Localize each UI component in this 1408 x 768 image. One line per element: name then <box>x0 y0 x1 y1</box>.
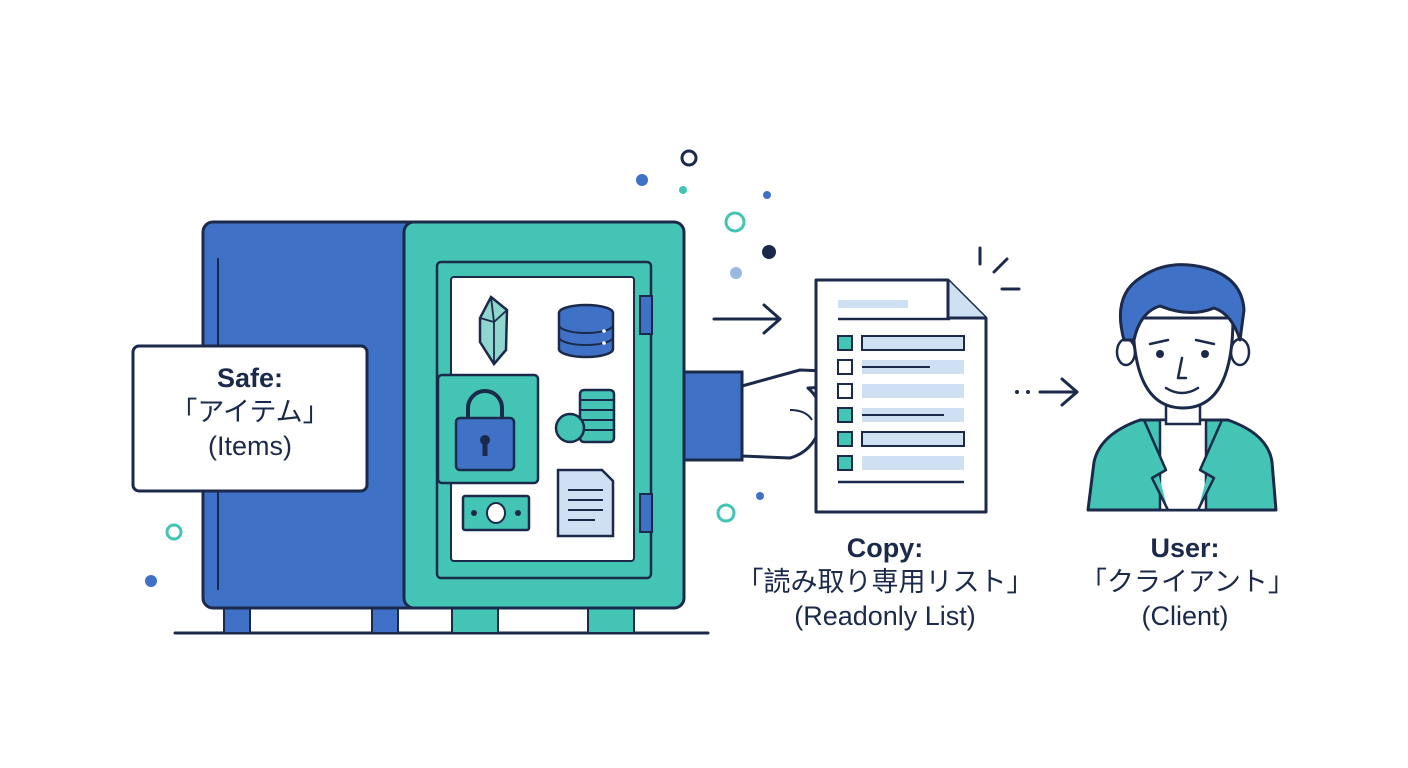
safe-label: Safe: 「アイテム」 (Items) <box>133 362 367 463</box>
copy-title: Copy: <box>846 533 924 563</box>
cash-icon <box>461 494 531 532</box>
user-japanese-label: 「クライアント」 <box>1080 566 1295 598</box>
copy-english-label: (Readonly List) <box>794 600 976 631</box>
sparkle-icon <box>978 246 1021 291</box>
copy-japanese-label: 「読み取り専用リスト」 <box>736 566 1034 598</box>
user-avatar-icon <box>1086 263 1278 512</box>
user-english-label: (Client) <box>1141 600 1229 631</box>
user-label: User: 「クライアント」 (Client) <box>1080 532 1295 633</box>
arrow-to-copy-icon <box>712 303 782 335</box>
hand-icon <box>682 368 855 462</box>
safe-label-box <box>131 344 369 493</box>
database-icon <box>557 303 615 359</box>
document-icon <box>556 468 615 538</box>
arrow-to-user-icon <box>1015 377 1079 407</box>
safe-japanese-label: 「アイテム」 <box>170 396 330 428</box>
readonly-list-document <box>814 278 988 514</box>
padlock-panel <box>436 373 540 485</box>
gem-icon <box>478 295 509 367</box>
copy-label: Copy: 「読み取り専用リスト」 (Readonly List) <box>735 532 1035 633</box>
safe-title: Safe: <box>216 363 284 393</box>
decorative-dots <box>145 149 776 587</box>
user-title: User: <box>1150 533 1220 563</box>
safe-english-label: (Items) <box>208 430 292 461</box>
coins-icon <box>554 388 616 444</box>
